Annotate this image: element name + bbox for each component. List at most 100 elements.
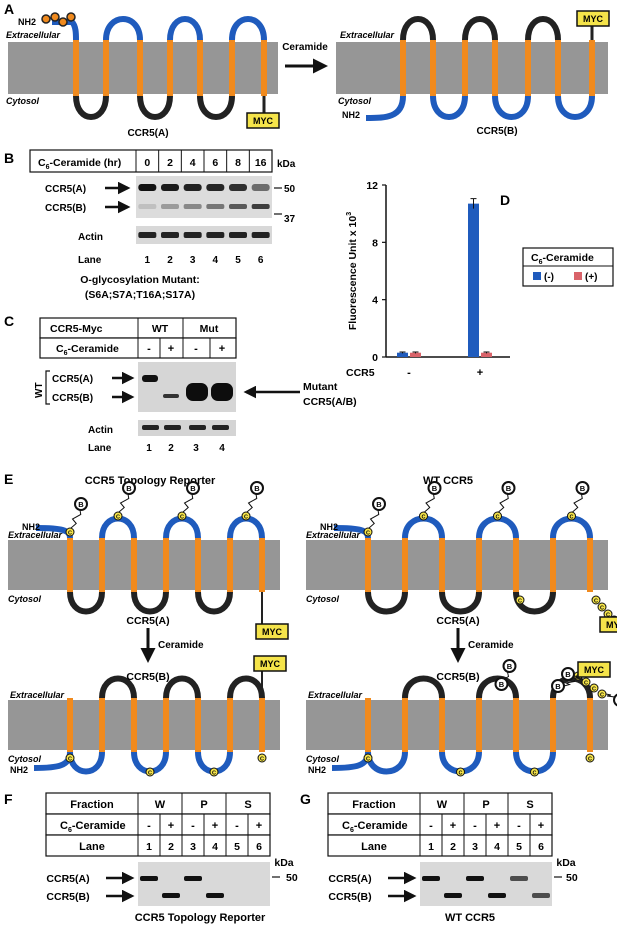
panel-c-treatment-value: +	[219, 343, 225, 355]
panel-g-lane-label: Lane	[361, 841, 387, 853]
glyco-c-icon	[585, 753, 595, 763]
chart-legend-title: C6-Ceramide	[531, 252, 594, 266]
panel-g-band	[532, 893, 550, 898]
glyco-c-icon	[567, 511, 576, 521]
glyco-c-label: C	[180, 515, 184, 521]
glyco-c-label: C	[459, 771, 463, 777]
panel-b-lane-number: 6	[258, 255, 264, 266]
panel-b-kda: kDa	[277, 159, 296, 170]
glyco-c-icon	[515, 595, 525, 605]
panel-c-lane-number: 4	[219, 443, 225, 454]
panel-f-lane-number: 4	[212, 841, 218, 853]
panel-c-bands	[142, 375, 233, 401]
panel-f-treatment: +	[212, 820, 218, 832]
glyco-c-icon	[456, 767, 465, 777]
ceramide-label: Ceramide	[158, 640, 204, 651]
panel-c-actin-bands	[142, 425, 229, 430]
panel-g-band	[488, 893, 506, 898]
panel-b-timepoint: 6	[212, 157, 218, 169]
glyco-c-icon	[209, 767, 219, 777]
nh2-label-a-right: NH2	[342, 110, 360, 120]
panel-g-lane-number: 6	[538, 841, 544, 853]
panel-g-lane-number: 5	[516, 841, 522, 853]
panel-f-treatment: +	[168, 820, 174, 832]
glyco-b-label: B	[432, 484, 438, 493]
panel-b-timepoint: 2	[167, 157, 173, 169]
panel-b-band-b	[161, 204, 179, 209]
chart-xtick-label: -	[407, 367, 411, 379]
myc-label: MYC	[262, 627, 283, 637]
panel-c-lane-number: 2	[168, 443, 174, 454]
extracellular-label: Extracellular	[10, 690, 65, 700]
membrane	[306, 540, 608, 590]
glyco-c-icon	[493, 511, 502, 521]
panel-c-actin-label: Actin	[88, 425, 113, 436]
myc-box-a-left	[246, 112, 280, 129]
panel-f-fraction-label: Fraction	[70, 799, 114, 811]
panel-b-band-a	[229, 184, 247, 191]
glyco-c-label: C	[244, 515, 248, 521]
panel-f-treatment: -	[191, 820, 195, 832]
myc-box	[577, 661, 611, 678]
panel-b-timepoint: 8	[235, 157, 241, 169]
topology-diagram: NH2ExtracellularCytosolCCCCCCCCBBBMYCBB	[306, 659, 617, 777]
panel-f-lane-number: 3	[190, 841, 196, 853]
panel-b-ccr5a: CCR5(A)	[45, 184, 86, 195]
panel-f-lane-number: 1	[146, 841, 152, 853]
glyco-c-icon	[363, 527, 373, 537]
panel-f-blot	[138, 862, 270, 906]
panel-c-treatment-value: -	[147, 343, 151, 355]
cytosolic-loop	[195, 591, 233, 615]
panel-label-d: D	[500, 192, 510, 208]
cytosolic-loop	[365, 591, 408, 615]
ceramide-label: Ceramide	[468, 640, 514, 651]
glyco-b-icon	[74, 497, 88, 511]
ccr5b-label-panel-a: CCR5(B)	[476, 126, 517, 137]
glyco-b-label: B	[499, 680, 505, 689]
panel-g-ceramide-label: C6-Ceramide	[342, 820, 408, 834]
extracellular-loop	[163, 675, 201, 699]
topology-diagram: NH2ExtracellularCytosolCBCBCBCBCCCCMYCC	[306, 481, 617, 633]
myc-label: MYC	[584, 665, 605, 675]
panel-f-treatment: -	[235, 820, 239, 832]
panel-g-fraction-label: Fraction	[352, 799, 396, 811]
panel-f-band	[184, 876, 202, 881]
panel-b-band-b	[183, 204, 202, 209]
glyco-b-icon	[502, 659, 517, 673]
glycans-a-left	[41, 12, 76, 27]
panel-b-actin-label: Actin	[78, 232, 103, 243]
panel-c-mutant-1: Mutant	[303, 381, 338, 393]
panel-g-fraction: P	[482, 799, 489, 811]
glycan-linker	[563, 679, 576, 687]
panel-c-title-2: (S6A;S7A;T16A;S17A)	[85, 289, 195, 301]
panel-b-header: C6-Ceramide (hr)	[38, 157, 121, 171]
panel-b-band-b	[206, 204, 225, 209]
panel-f-ccr5b: CCR5(B)	[46, 891, 89, 903]
chart-bar	[397, 352, 408, 357]
panel-b-bands	[138, 184, 270, 209]
glyco-b-icon	[186, 481, 200, 495]
panel-b-band-b	[229, 204, 247, 209]
panel-b-band-a	[161, 184, 179, 191]
glycan-linker	[424, 493, 435, 513]
glyco-c-label: C	[68, 757, 72, 763]
panel-g-lane-number: 4	[494, 841, 500, 853]
glyco-c-label: C	[212, 771, 216, 777]
panel-g-band	[510, 876, 528, 881]
glyco-b-icon	[372, 497, 386, 511]
chart-xtick-label: +	[477, 367, 483, 379]
glyco-b-label: B	[190, 484, 196, 493]
panel-b-timepoint: 16	[255, 157, 267, 169]
myc-box	[599, 616, 617, 633]
chart-bar	[481, 352, 492, 357]
panel-g-lane-number: 2	[450, 841, 456, 853]
glycan-linker	[118, 493, 130, 513]
nh2-label: NH2	[22, 522, 40, 532]
glyco-c-icon	[113, 511, 123, 521]
